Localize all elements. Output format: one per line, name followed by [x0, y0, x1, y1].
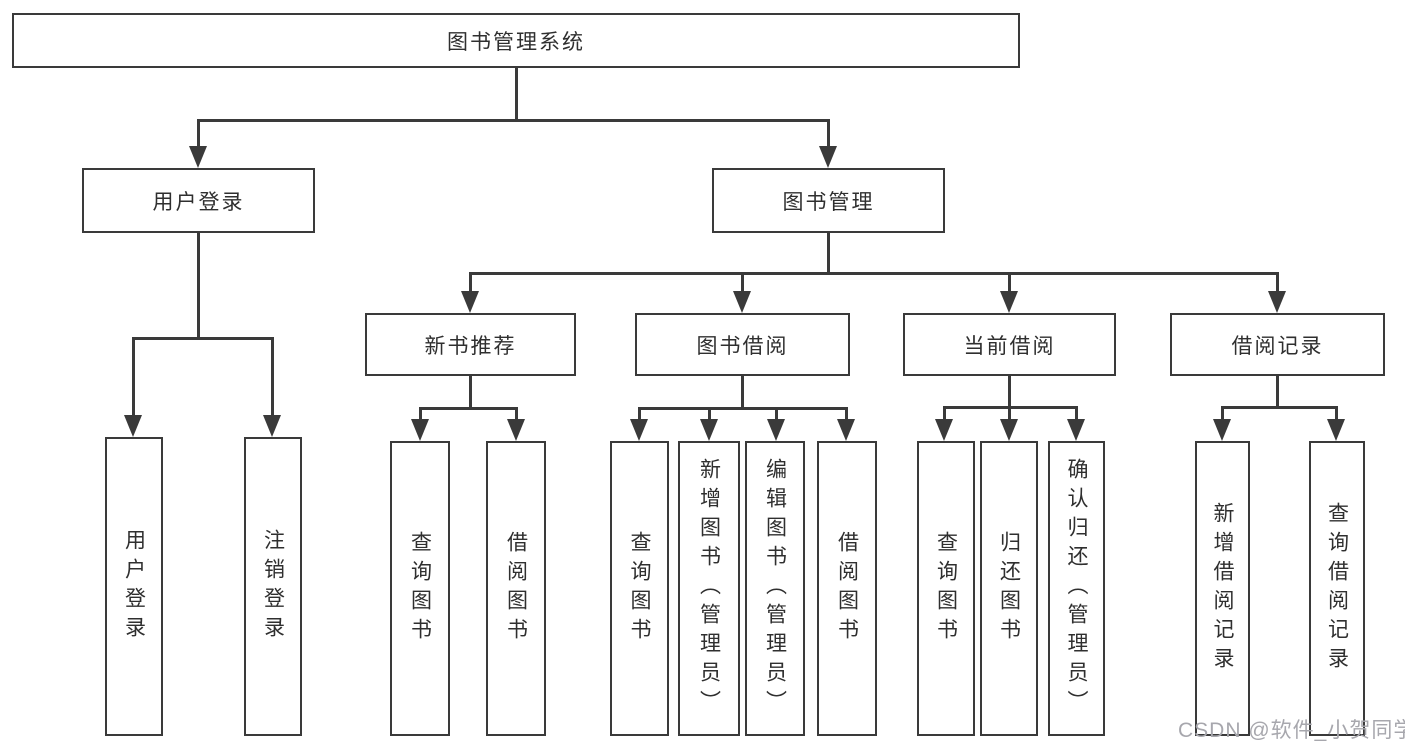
connector-line: [469, 272, 472, 292]
leaf-logout-label: 注销登录: [261, 528, 285, 645]
connector-line: [1008, 272, 1011, 292]
connector-line: [741, 376, 744, 409]
arrow-down-icon: [935, 419, 953, 441]
arrow-down-icon: [767, 419, 785, 441]
connector-line: [469, 272, 1279, 275]
leaf-borrow-books-recommend-label: 借阅图书: [504, 530, 528, 647]
leaf-add-books-admin: 新增图书（管理员）: [678, 441, 740, 736]
leaf-borrow-books-recommend: 借阅图书: [486, 441, 546, 736]
leaf-query-books-current-label: 查询图书: [934, 530, 958, 647]
arrow-down-icon: [1067, 419, 1085, 441]
arrow-down-icon: [819, 146, 837, 168]
leaf-add-borrow-record-label: 新增借阅记录: [1211, 501, 1234, 676]
arrow-down-icon: [700, 419, 718, 441]
arrow-down-icon: [189, 146, 207, 168]
leaf-add-borrow-record: 新增借阅记录: [1195, 441, 1250, 736]
arrow-down-icon: [1268, 291, 1286, 313]
leaf-confirm-return-admin-label: 确认归还（管理员）: [1065, 458, 1088, 719]
node-root-label: 图书管理系统: [447, 30, 585, 54]
watermark: CSDN @软件_小贺同学: [1178, 719, 1405, 742]
leaf-logout: 注销登录: [244, 437, 302, 736]
connector-line: [1008, 406, 1011, 420]
node-book-borrow-label: 图书借阅: [696, 334, 789, 358]
arrow-down-icon: [1000, 419, 1018, 441]
leaf-query-books-recommend-label: 查询图书: [408, 530, 432, 647]
connector-line: [132, 337, 273, 340]
connector-line: [419, 407, 422, 420]
connector-line: [515, 407, 518, 420]
node-new-book-recommend: 新书推荐: [365, 313, 576, 376]
arrow-down-icon: [461, 291, 479, 313]
connector-line: [1221, 406, 1224, 420]
connector-line: [419, 407, 518, 410]
connector-line: [827, 119, 830, 148]
leaf-return-books-label: 归还图书: [997, 530, 1021, 647]
connector-line: [638, 407, 641, 420]
leaf-query-books-current: 查询图书: [917, 441, 975, 736]
connector-line: [943, 406, 1078, 409]
connector-line: [708, 407, 711, 420]
leaf-borrow-books-label: 借阅图书: [835, 530, 859, 647]
connector-line: [943, 406, 946, 420]
arrow-down-icon: [124, 415, 142, 437]
leaf-add-books-admin-label: 新增图书（管理员）: [697, 458, 721, 719]
connector-line: [469, 376, 472, 409]
connector-line: [197, 119, 200, 148]
arrow-down-icon: [263, 415, 281, 437]
node-current-borrow-label: 当前借阅: [963, 334, 1056, 358]
arrow-down-icon: [507, 419, 525, 441]
arrow-down-icon: [630, 419, 648, 441]
node-new-book-recommend-label: 新书推荐: [424, 334, 517, 358]
connector-line: [775, 407, 778, 420]
leaf-query-borrow-record-label: 查询借阅记录: [1325, 501, 1349, 676]
connector-line: [1276, 272, 1279, 292]
connector-line: [827, 233, 830, 274]
connector-line: [515, 68, 518, 119]
leaf-query-books-borrow-label: 查询图书: [628, 530, 651, 647]
connector-line: [197, 233, 200, 339]
connector-line: [1221, 406, 1338, 409]
leaf-query-books-recommend: 查询图书: [390, 441, 450, 736]
connector-line: [1075, 406, 1078, 420]
connector-line: [1008, 376, 1011, 408]
leaf-borrow-books: 借阅图书: [817, 441, 877, 736]
connector-line: [638, 407, 848, 410]
node-borrow-records-label: 借阅记录: [1231, 334, 1324, 358]
arrow-down-icon: [733, 291, 751, 313]
node-root: 图书管理系统: [12, 13, 1020, 68]
node-borrow-records: 借阅记录: [1170, 313, 1385, 376]
node-user-login: 用户登录: [82, 168, 315, 233]
connector-line: [845, 407, 848, 420]
arrow-down-icon: [1000, 291, 1018, 313]
connector-line: [741, 272, 744, 292]
leaf-return-books: 归还图书: [980, 441, 1038, 736]
connector-line: [1276, 376, 1279, 408]
connector-line: [132, 337, 135, 417]
leaf-edit-books-admin: 编辑图书（管理员）: [745, 441, 805, 736]
node-book-borrow: 图书借阅: [635, 313, 850, 376]
leaf-query-borrow-record: 查询借阅记录: [1309, 441, 1365, 736]
node-user-login-label: 用户登录: [152, 190, 245, 214]
leaf-user-login: 用户登录: [105, 437, 163, 736]
node-current-borrow: 当前借阅: [903, 313, 1116, 376]
leaf-confirm-return-admin: 确认归还（管理员）: [1048, 441, 1105, 736]
leaf-query-books-borrow: 查询图书: [610, 441, 669, 736]
arrow-down-icon: [837, 419, 855, 441]
arrow-down-icon: [411, 419, 429, 441]
connector-line: [271, 337, 274, 417]
node-book-management-label: 图书管理: [782, 190, 875, 214]
arrow-down-icon: [1213, 419, 1231, 441]
node-book-management: 图书管理: [712, 168, 945, 233]
leaf-user-login-label: 用户登录: [122, 528, 146, 645]
connector-line: [197, 119, 830, 122]
arrow-down-icon: [1327, 419, 1345, 441]
leaf-edit-books-admin-label: 编辑图书（管理员）: [763, 458, 787, 719]
connector-line: [1335, 406, 1338, 420]
